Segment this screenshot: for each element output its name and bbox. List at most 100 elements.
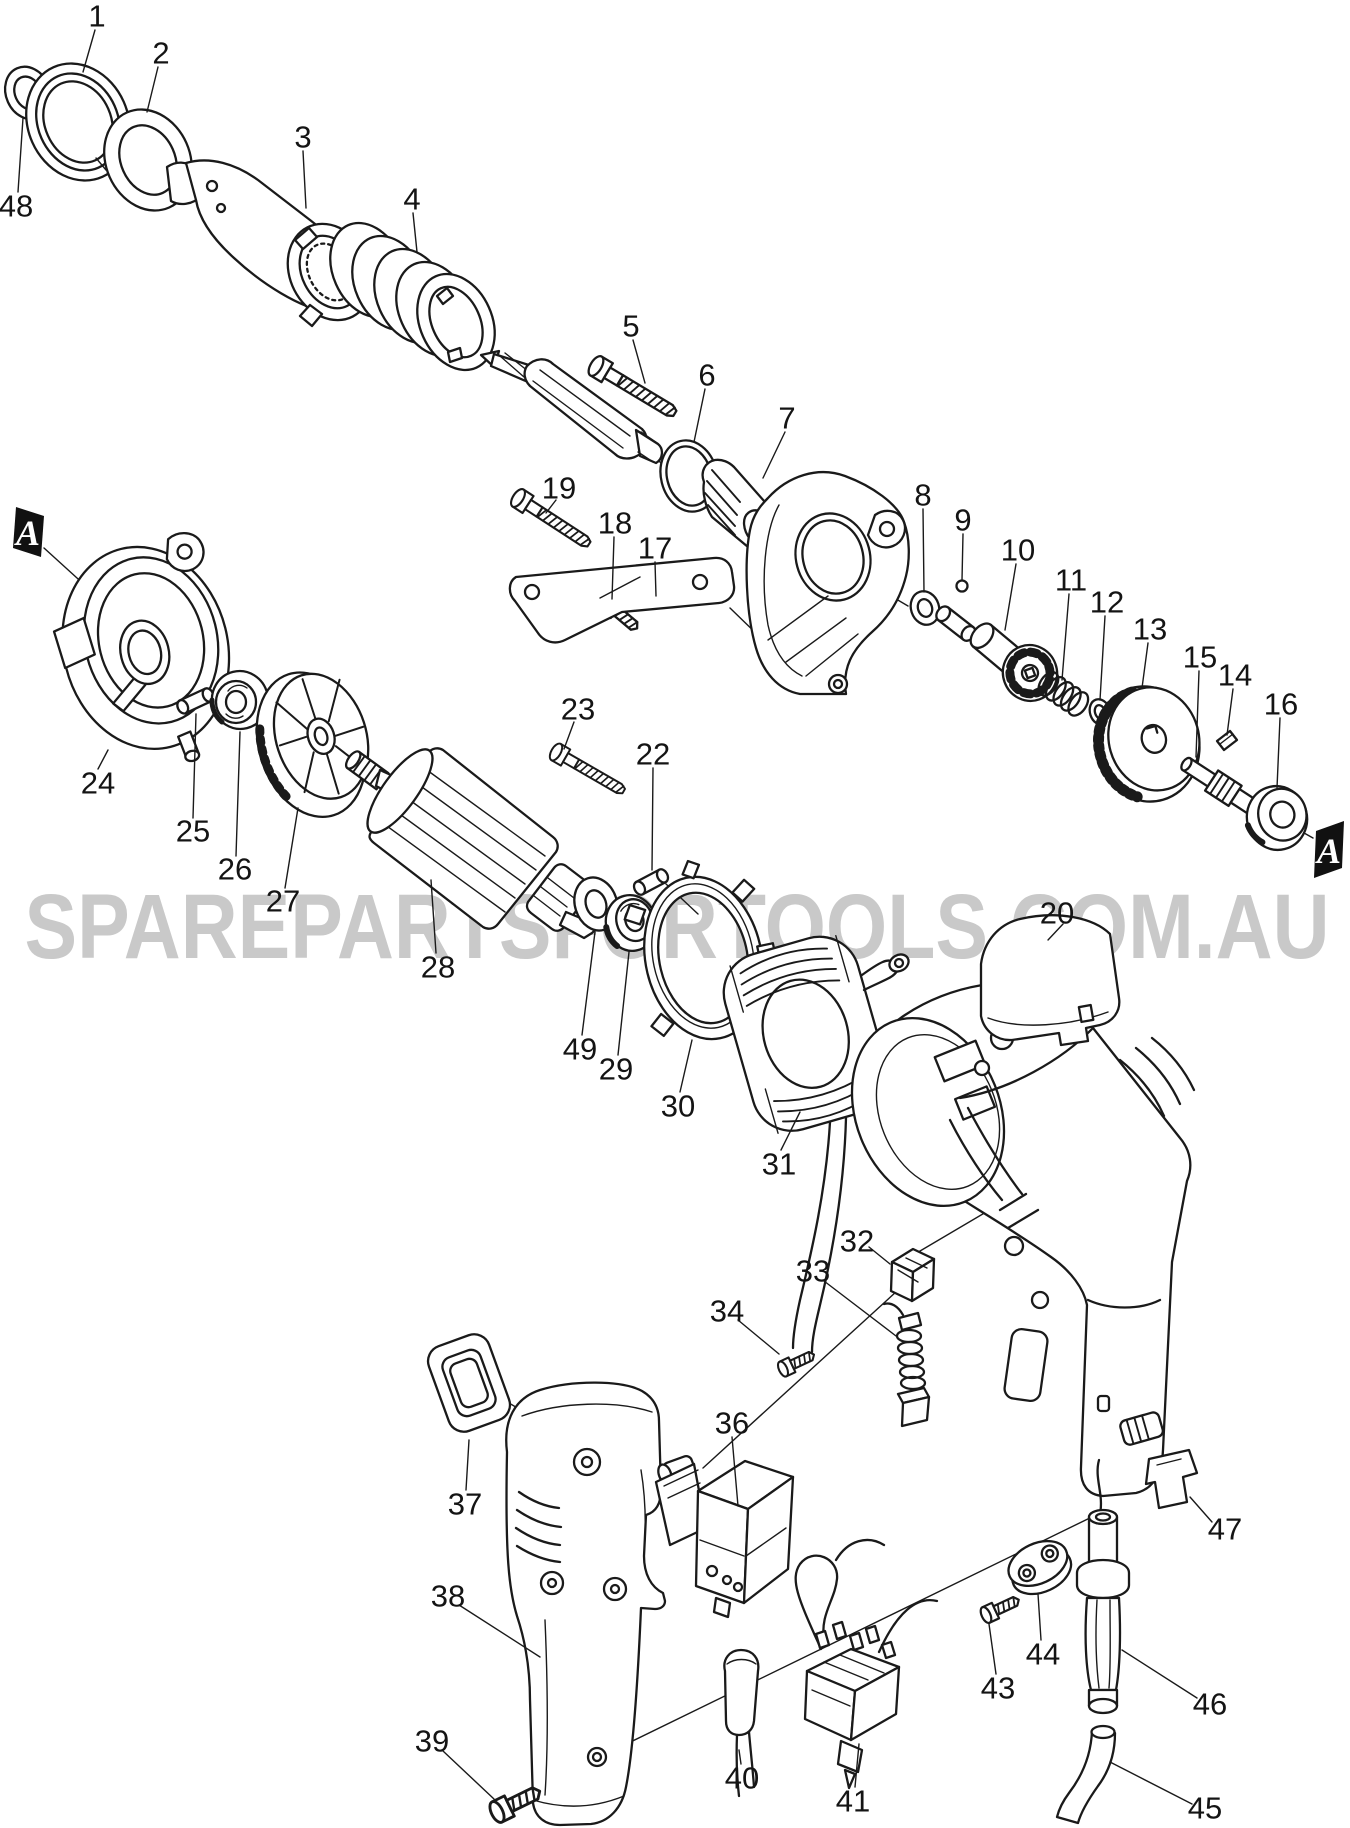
part-label-22: 22 <box>636 737 670 772</box>
part-13-gear <box>1093 685 1201 803</box>
part-43-screw <box>977 1590 1024 1626</box>
part-label-1: 1 <box>88 0 105 34</box>
leader-line-27 <box>284 807 299 889</box>
part-label-5: 5 <box>622 309 639 344</box>
leader-line-16 <box>1276 717 1281 789</box>
leader-line-18 <box>611 536 615 600</box>
leader-line-36 <box>731 1436 739 1507</box>
part-label-17: 17 <box>638 531 672 566</box>
part-label-24: 24 <box>81 766 115 801</box>
leader-line-44 <box>1037 1593 1042 1641</box>
leader-line-33 <box>823 1280 897 1337</box>
part-38-handle <box>505 1381 667 1827</box>
leader-line-28 <box>430 879 437 954</box>
part-label-36: 36 <box>715 1406 749 1441</box>
leader-line-17 <box>654 561 657 597</box>
motor-housing <box>850 981 1196 1498</box>
leader-line-2 <box>146 66 159 113</box>
leader-line-1 <box>82 29 96 73</box>
part-label-19: 19 <box>542 471 576 506</box>
part-label-4: 4 <box>403 182 420 217</box>
part-9-ball-and-pin <box>935 579 977 642</box>
part-label-43: 43 <box>981 1671 1015 1706</box>
part-label-30: 30 <box>661 1089 695 1124</box>
leader-line-25 <box>192 713 197 819</box>
part-label-46: 46 <box>1193 1687 1227 1722</box>
part-labels: 1234567891011121314151617181920222324252… <box>0 0 1298 1826</box>
drill-bit-and-spindle <box>479 349 664 465</box>
leader-line-46 <box>1121 1649 1198 1699</box>
part-30-baffle-plate <box>623 859 777 1041</box>
part-label-29: 29 <box>599 1052 633 1087</box>
part-41-terminal-block <box>794 1538 939 1790</box>
leader-line-32 <box>868 1246 891 1265</box>
part-44-cord-clamp <box>1007 1539 1073 1596</box>
part-label-27: 27 <box>266 884 300 919</box>
part-label-13: 13 <box>1133 612 1167 647</box>
part-26-bearing <box>209 669 270 731</box>
svg-text:A: A <box>14 513 40 553</box>
leader-line-7 <box>762 431 786 479</box>
part-28-armature <box>344 747 596 940</box>
leader-line-38 <box>458 1604 541 1658</box>
part-label-25: 25 <box>176 814 210 849</box>
part-label-34: 34 <box>710 1294 744 1329</box>
part-46-cord-guard <box>1075 1458 1131 1715</box>
part-27-fan <box>255 671 370 819</box>
leader-line-43 <box>988 1623 997 1675</box>
leader-line-29 <box>617 951 630 1056</box>
part-label-6: 6 <box>698 358 715 393</box>
leader-line-11 <box>1061 593 1070 681</box>
part-label-32: 32 <box>840 1224 874 1259</box>
part-label-49: 49 <box>563 1032 597 1067</box>
part-14-key <box>1215 729 1239 752</box>
part-label-26: 26 <box>218 852 252 887</box>
part-label-12: 12 <box>1090 585 1124 620</box>
leader-line-45 <box>1109 1761 1193 1805</box>
part-45-cord <box>1055 1724 1117 1825</box>
part-20-brush-cover <box>979 914 1121 1047</box>
part-47-base-bracket <box>1144 1448 1199 1510</box>
part-36-switch <box>654 1455 795 1619</box>
part-32-brush-holder <box>889 1247 936 1303</box>
part-label-39: 39 <box>415 1724 449 1759</box>
leader-line-34 <box>737 1319 780 1355</box>
part-7-gear-housing <box>701 458 910 696</box>
part-label-15: 15 <box>1183 640 1217 675</box>
part-label-44: 44 <box>1026 1637 1060 1672</box>
leader-line-31 <box>780 1111 801 1151</box>
leader-line-20 <box>1047 923 1064 941</box>
leader-line-30 <box>679 1039 693 1093</box>
part-label-45: 45 <box>1188 1791 1222 1826</box>
leader-line-22 <box>651 767 654 871</box>
part-label-41: 41 <box>836 1784 870 1819</box>
part-40-capacitor <box>723 1648 760 1798</box>
part-label-23: 23 <box>561 692 595 727</box>
part-label-3: 3 <box>294 120 311 155</box>
leader-line-12 <box>1099 615 1106 701</box>
leader-line-49 <box>581 931 596 1036</box>
section-marker-a-right: A <box>1314 821 1344 878</box>
leader-line-23 <box>563 721 575 750</box>
part-label-14: 14 <box>1218 658 1252 693</box>
part-label-16: 16 <box>1264 687 1298 722</box>
part-11-spring <box>1037 670 1090 717</box>
part-label-11: 11 <box>1055 563 1087 598</box>
leader-lines <box>17 29 1281 1805</box>
leader-line-26 <box>235 731 241 857</box>
part-label-47: 47 <box>1208 1512 1242 1547</box>
part-label-9: 9 <box>954 503 971 538</box>
leader-line-4 <box>412 212 418 253</box>
part-label-37: 37 <box>448 1487 482 1522</box>
leader-line-41 <box>854 1743 860 1788</box>
part-label-10: 10 <box>1001 533 1035 568</box>
part-label-33: 33 <box>796 1254 830 1289</box>
leader-line-39 <box>442 1750 495 1800</box>
part-label-40: 40 <box>725 1761 759 1796</box>
section-marker-a-left: A <box>13 507 44 557</box>
leader-line-3 <box>302 150 307 209</box>
leader-line-13 <box>1141 642 1149 689</box>
part-23-screw <box>546 740 630 801</box>
